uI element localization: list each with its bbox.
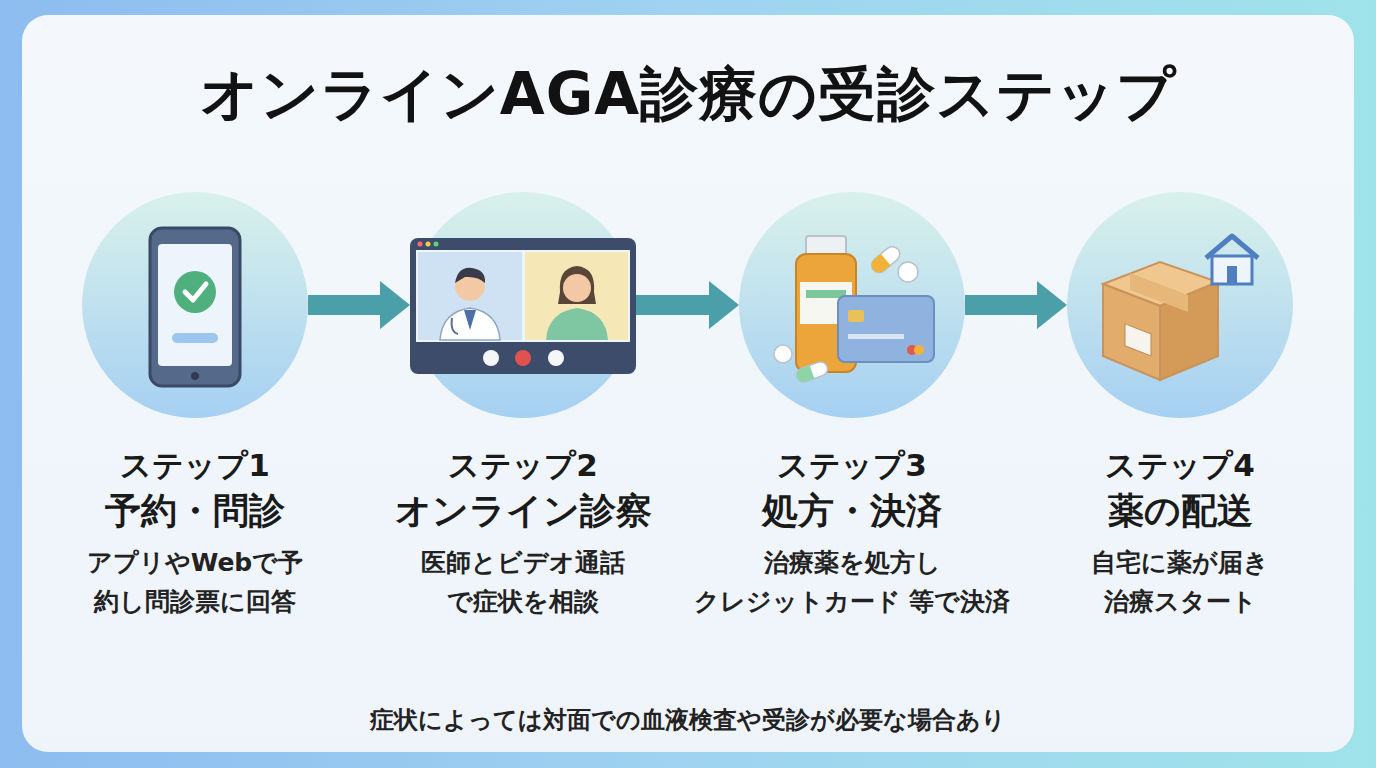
footnote-caption: 症状によっては対面での血液検査や受診が必要な場合あり — [0, 702, 1376, 738]
check-mark — [185, 284, 206, 300]
step-number: ステップ4 — [1015, 445, 1345, 485]
step-circle — [739, 192, 965, 418]
patient-body — [546, 308, 608, 340]
step-number: ステップ2 — [358, 445, 688, 485]
doctor-tie — [464, 310, 476, 330]
flow-arrow — [636, 281, 739, 329]
step-circle — [410, 192, 636, 418]
step-description: 自宅に薬が届き 治療スタート — [1015, 543, 1345, 621]
capsule-half — [869, 244, 903, 276]
video-call-icon — [410, 238, 636, 374]
flow-arrow — [308, 281, 410, 329]
step-number: ステップ3 — [687, 445, 1017, 485]
bottle-label — [800, 282, 852, 324]
capsule — [795, 360, 830, 384]
house-door — [1227, 266, 1237, 284]
flow-arrow — [965, 281, 1067, 329]
stethoscope — [452, 318, 458, 334]
circle-fill — [410, 192, 636, 418]
step-description: 医師とビデオ通話 で症状を相談 — [358, 543, 688, 621]
capsule-half — [869, 254, 891, 276]
patient-head — [563, 274, 591, 302]
phone-body — [150, 228, 240, 386]
pill — [898, 262, 918, 282]
doctor-coat — [440, 308, 500, 340]
step-circle — [82, 192, 308, 418]
capsule-half — [795, 365, 815, 384]
patient-hair — [558, 266, 596, 304]
pill — [774, 345, 792, 363]
house-roof — [1206, 236, 1258, 258]
step-node: ステップ4薬の配送自宅に薬が届き 治療スタート — [1067, 192, 1293, 418]
shipping-label — [1125, 324, 1151, 356]
screen-bar — [172, 333, 218, 343]
bottle-body — [796, 254, 856, 372]
doctor-head — [455, 271, 485, 301]
credit-card — [838, 296, 934, 362]
step-node: ステップ1予約・問診アプリやWebで予 約し問診票に回答 — [82, 192, 308, 418]
hangup-button — [515, 350, 531, 366]
step-number: ステップ1 — [30, 445, 360, 485]
window-frame — [410, 238, 636, 374]
step-circle — [1067, 192, 1293, 418]
step-description: アプリやWebで予 約し問診票に回答 — [30, 543, 360, 621]
medicine-card-icon — [774, 236, 934, 384]
mic-button — [483, 350, 499, 366]
box-right — [1160, 282, 1218, 380]
delivery-box-icon — [1103, 236, 1258, 380]
label-stripe — [806, 290, 846, 298]
step-description: 治療薬を処方し クレジットカード 等で決済 — [687, 543, 1017, 621]
step-node: ステップ2オンライン診察医師とビデオ通話 で症状を相談 — [410, 192, 636, 418]
phone-screen — [158, 244, 232, 366]
box-left — [1103, 284, 1160, 380]
card-logo — [914, 345, 924, 355]
capsule — [869, 244, 903, 276]
patient-panel — [525, 252, 628, 340]
phone-button — [191, 372, 199, 380]
card-chip — [848, 310, 864, 322]
card-logo — [907, 345, 917, 355]
circle-fill — [82, 192, 308, 418]
doctor-hair — [455, 268, 485, 283]
bottle-cap — [806, 236, 846, 256]
check-circle — [174, 271, 216, 313]
step-heading: 予約・問診 — [30, 485, 360, 537]
step-node: ステップ3処方・決済治療薬を処方し クレジットカード 等で決済 — [739, 192, 965, 418]
camera-button — [548, 350, 564, 366]
doctor-panel — [418, 252, 522, 340]
house-body — [1212, 256, 1252, 284]
circle-fill — [1067, 192, 1293, 418]
diagram-title: オンラインAGA診療の受診ステップ — [0, 56, 1376, 132]
circle-fill — [739, 192, 965, 418]
step-heading: オンライン診察 — [358, 485, 688, 537]
capsule-half — [795, 360, 830, 384]
window-dot — [426, 242, 431, 247]
card-number — [848, 334, 904, 339]
box-tape — [1130, 273, 1188, 312]
window-dot — [434, 242, 439, 247]
step-heading: 薬の配送 — [1015, 485, 1345, 537]
window-content — [416, 250, 630, 342]
box-top — [1103, 262, 1218, 306]
phone-icon — [150, 228, 240, 386]
step-heading: 処方・決済 — [687, 485, 1017, 537]
window-dot — [418, 242, 423, 247]
